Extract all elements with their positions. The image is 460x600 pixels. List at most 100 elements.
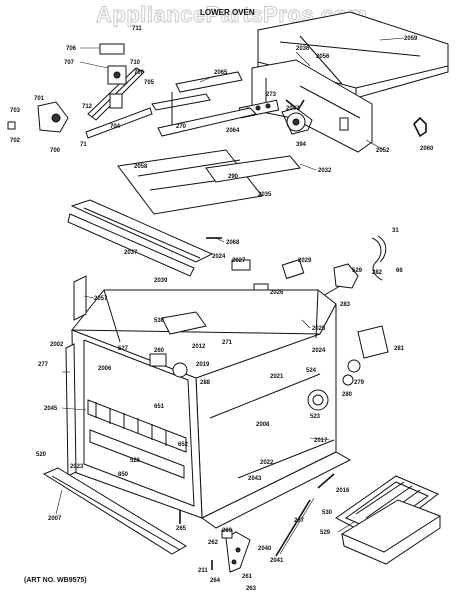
label-270: 270 <box>176 124 187 130</box>
label-273: 273 <box>266 92 277 98</box>
label-2059: 2059 <box>404 36 418 42</box>
label-2041: 2041 <box>270 558 284 564</box>
broil-pan-529 <box>335 475 442 565</box>
label-261: 261 <box>242 574 253 580</box>
label-712: 712 <box>82 104 93 110</box>
label-2058: 2058 <box>134 164 148 170</box>
label-700: 700 <box>134 70 145 76</box>
label-267: 267 <box>294 518 305 524</box>
wire-harness-31 <box>371 235 387 281</box>
bracket-2012 <box>149 311 207 378</box>
label-2002: 2002 <box>50 342 64 348</box>
clip-703 <box>7 121 16 130</box>
motor-latch-394 <box>281 99 313 135</box>
label-2024: 2024 <box>212 254 226 260</box>
bracket-2057 <box>73 275 87 321</box>
label-264: 264 <box>210 578 221 584</box>
kick-panel-2007 <box>42 467 187 555</box>
label-2056: 2056 <box>316 54 330 60</box>
leader-lines <box>55 37 405 533</box>
label-652: 652 <box>178 442 189 448</box>
label-2007: 2007 <box>48 516 62 522</box>
lamp-socket-281 <box>342 325 389 386</box>
label-705: 705 <box>144 80 155 86</box>
bracket-2060 <box>413 116 427 138</box>
label-2019: 2019 <box>196 362 210 368</box>
burner-channel-2065 <box>151 71 243 128</box>
label-706: 706 <box>66 46 77 52</box>
label-279: 279 <box>354 380 365 386</box>
label-2039: 2039 <box>154 278 168 284</box>
label-288: 288 <box>200 380 211 386</box>
label-529-top: 529 <box>352 268 363 274</box>
label-2068: 2068 <box>226 240 240 246</box>
label-527: 527 <box>118 346 129 352</box>
label-265: 265 <box>176 526 187 532</box>
label-520: 520 <box>36 452 47 458</box>
label-2012: 2012 <box>192 344 206 350</box>
label-2060: 2060 <box>420 146 434 152</box>
label-2023: 2023 <box>70 464 84 470</box>
label-31: 31 <box>392 228 399 234</box>
label-651: 651 <box>154 404 165 410</box>
label-281: 281 <box>394 346 405 352</box>
label-526: 526 <box>130 458 141 464</box>
label-711: 711 <box>132 26 142 32</box>
part-labels: 706 707 710 711 700 705 701 703 702 700 … <box>10 26 434 592</box>
front-trim-2064 <box>157 107 257 137</box>
label-702: 702 <box>10 138 21 144</box>
label-530b: 530 <box>322 510 333 516</box>
label-2047: 2047 <box>286 106 300 112</box>
label-2045: 2045 <box>44 406 58 412</box>
label-2035: 2035 <box>258 192 272 198</box>
label-394: 394 <box>296 142 307 148</box>
label-66: 66 <box>396 268 403 274</box>
label-2017: 2017 <box>314 438 328 444</box>
label-2025: 2025 <box>312 326 326 332</box>
label-271: 271 <box>222 340 233 346</box>
label-2024b: 2024 <box>312 348 326 354</box>
label-707: 707 <box>64 60 75 66</box>
label-283: 283 <box>340 302 351 308</box>
diagram-title: LOWER OVEN <box>200 8 255 17</box>
spring-coil-524 <box>307 389 329 411</box>
label-260: 260 <box>154 348 165 354</box>
label-2043: 2043 <box>248 476 262 482</box>
label-701: 701 <box>34 96 45 102</box>
label-290: 290 <box>228 174 239 180</box>
label-2040: 2040 <box>258 546 272 552</box>
label-523: 523 <box>310 414 321 420</box>
label-2037: 2037 <box>124 250 138 256</box>
label-530: 530 <box>154 318 165 324</box>
label-2008: 2008 <box>256 422 270 428</box>
label-280: 280 <box>342 392 353 398</box>
spring-2016 <box>317 473 335 489</box>
label-2036: 2036 <box>296 46 310 52</box>
label-71: 71 <box>80 142 87 148</box>
label-2027: 2027 <box>232 258 246 264</box>
label-700b: 700 <box>50 148 61 154</box>
side-strip-2002 <box>65 343 77 477</box>
label-2032: 2032 <box>318 168 332 174</box>
label-262: 262 <box>208 540 219 546</box>
label-524: 524 <box>306 368 317 374</box>
art-number: (ART NO. WB9575) <box>24 577 87 584</box>
label-529b: 529 <box>320 530 331 536</box>
label-2022: 2022 <box>260 460 274 466</box>
label-2006: 2006 <box>98 366 112 372</box>
label-703: 703 <box>10 108 21 114</box>
rack-2045 <box>87 399 187 479</box>
bottom-frame-2022 <box>201 439 352 529</box>
vent-duct-2032 <box>205 155 301 183</box>
label-282: 282 <box>372 270 383 276</box>
broil-element-2037 <box>67 199 214 277</box>
hinge-assembly-262 <box>221 529 251 573</box>
label-704: 704 <box>110 124 121 130</box>
hinge-rod-267 <box>275 497 315 557</box>
label-2016: 2016 <box>336 488 350 494</box>
switch-assembly-700 <box>99 43 127 109</box>
label-2026: 2026 <box>270 290 284 296</box>
knob-701 <box>37 101 69 133</box>
watermark: AppliancePartsPros.com <box>96 2 367 27</box>
